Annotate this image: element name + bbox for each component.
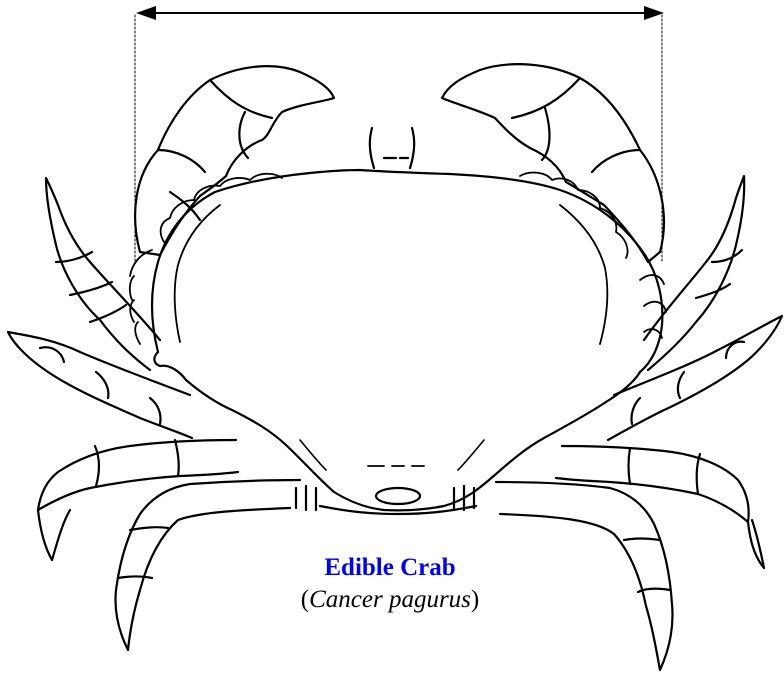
species-caption: Edible Crab (Cancer pagurus) xyxy=(240,552,540,616)
carapace-width-arrow xyxy=(135,6,664,262)
carapace xyxy=(130,170,666,510)
right-claw xyxy=(442,64,664,262)
left-claw xyxy=(135,66,334,255)
front-notch xyxy=(370,128,414,168)
common-name-label: Edible Crab xyxy=(240,552,540,584)
scientific-name-line: (Cancer pagurus) xyxy=(240,584,540,616)
scientific-name: Cancer pagurus xyxy=(309,586,471,613)
